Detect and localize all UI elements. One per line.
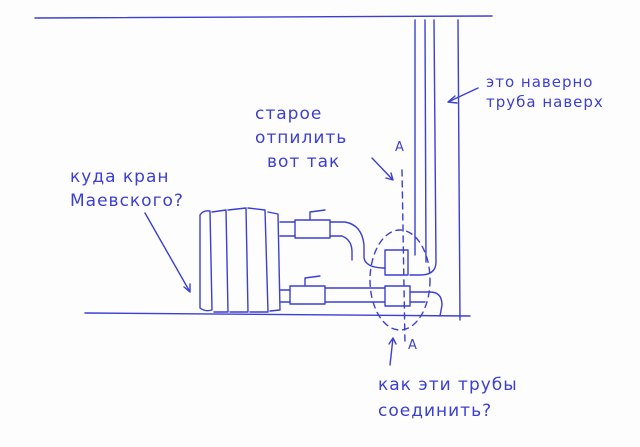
note-line: труба наверх: [486, 93, 604, 111]
lower-return-pipe: [324, 285, 443, 317]
joint-fitting: [384, 249, 409, 276]
arrow-connect: [388, 337, 397, 366]
upper-valve: [294, 209, 331, 239]
note-line: куда кран: [70, 167, 170, 187]
arrow-cut: [371, 157, 394, 181]
arrow-valve: [144, 212, 191, 293]
riser-pipe: [409, 19, 437, 276]
lower-valve: [289, 275, 326, 305]
connection-highlight: [369, 229, 431, 331]
note-line: это наверно: [486, 73, 594, 91]
note-line: соединить?: [378, 401, 493, 421]
note-line: отпилить: [255, 128, 348, 148]
note-pipe-up: это наверно труба наверх: [486, 72, 604, 112]
section-label-top: A: [395, 140, 405, 155]
section-label-bottom: A: [408, 338, 418, 353]
section-line: [401, 169, 406, 346]
note-line: Маевского?: [70, 191, 184, 211]
floor-line: [84, 312, 471, 317]
note-cut-old: старое отпилить вот так: [255, 102, 347, 174]
note-line: старое: [255, 104, 323, 124]
arrow-pipe-up: [447, 87, 479, 104]
radiator: [199, 207, 296, 313]
upper-supply-pipe: [329, 221, 386, 269]
note-valve: куда кран Маевского?: [70, 165, 184, 213]
note-line: как эти трубы: [378, 375, 518, 395]
ceiling-line: [34, 15, 493, 19]
wall-line: [457, 19, 461, 321]
note-line: вот так: [267, 152, 341, 172]
note-connect: как эти трубы соединить?: [378, 372, 518, 424]
